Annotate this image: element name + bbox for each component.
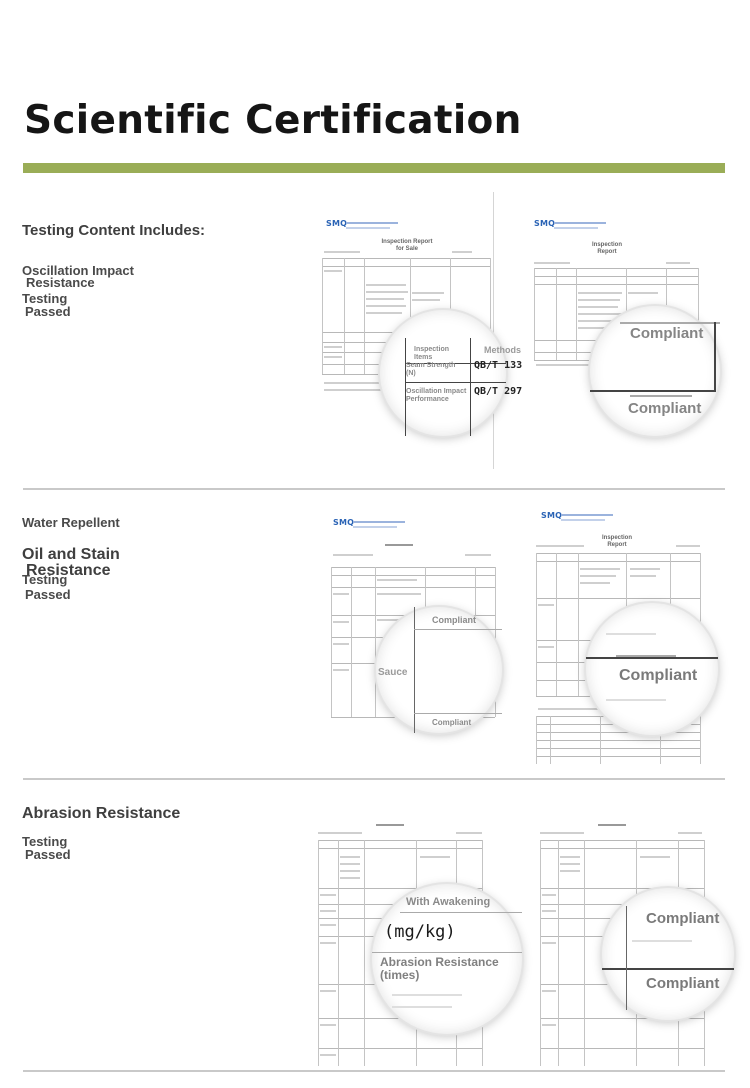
section-divider xyxy=(23,778,725,780)
magnified-detail-results: Compliant Compliant xyxy=(602,888,734,1020)
test-item-label: Water Repellent xyxy=(22,515,120,530)
report-title: Inspection Report for Sale xyxy=(381,239,433,252)
status-line-1: Testing xyxy=(22,572,68,587)
report-title: Inspection Report xyxy=(601,535,632,548)
test-item-label-sub: Resistance xyxy=(26,562,111,579)
status-line-2: Passed xyxy=(25,304,71,319)
status-line-2: Passed xyxy=(25,847,71,862)
test-item-label-sub: Resistance xyxy=(26,275,95,290)
section-divider xyxy=(23,1070,725,1072)
smq-logo: SMQ xyxy=(541,511,563,520)
smq-logo: SMQ xyxy=(333,518,355,527)
status-line-1: Testing xyxy=(22,834,68,849)
smq-logo: SMQ xyxy=(534,219,556,228)
magnified-detail-results: Compliant Compliant xyxy=(590,306,720,436)
magnified-detail-results: Compliant xyxy=(586,603,718,735)
magnified-detail-results: Compliant Sauce Compliant xyxy=(376,607,502,733)
section-heading: Testing Content Includes: xyxy=(22,222,206,239)
smq-logo: SMQ xyxy=(326,219,348,228)
magnified-detail-methods: Inspection Items Methods Seam Strength (… xyxy=(380,310,522,436)
page-title: Scientific Certification xyxy=(24,98,522,143)
test-item-label: Abrasion Resistance xyxy=(22,805,181,822)
section-divider xyxy=(23,488,725,490)
status-line-2: Passed xyxy=(25,587,71,602)
magnified-detail-abrasion: With Awakening (mg/kg) Abrasion Resistan… xyxy=(372,884,522,1034)
test-item-label: Oscillation Impact xyxy=(22,263,134,278)
report-title: Inspection Report xyxy=(591,242,622,255)
test-item-label: Oil and Stain xyxy=(22,546,120,563)
title-accent-bar xyxy=(23,163,725,173)
status-line-1: Testing xyxy=(22,291,68,306)
